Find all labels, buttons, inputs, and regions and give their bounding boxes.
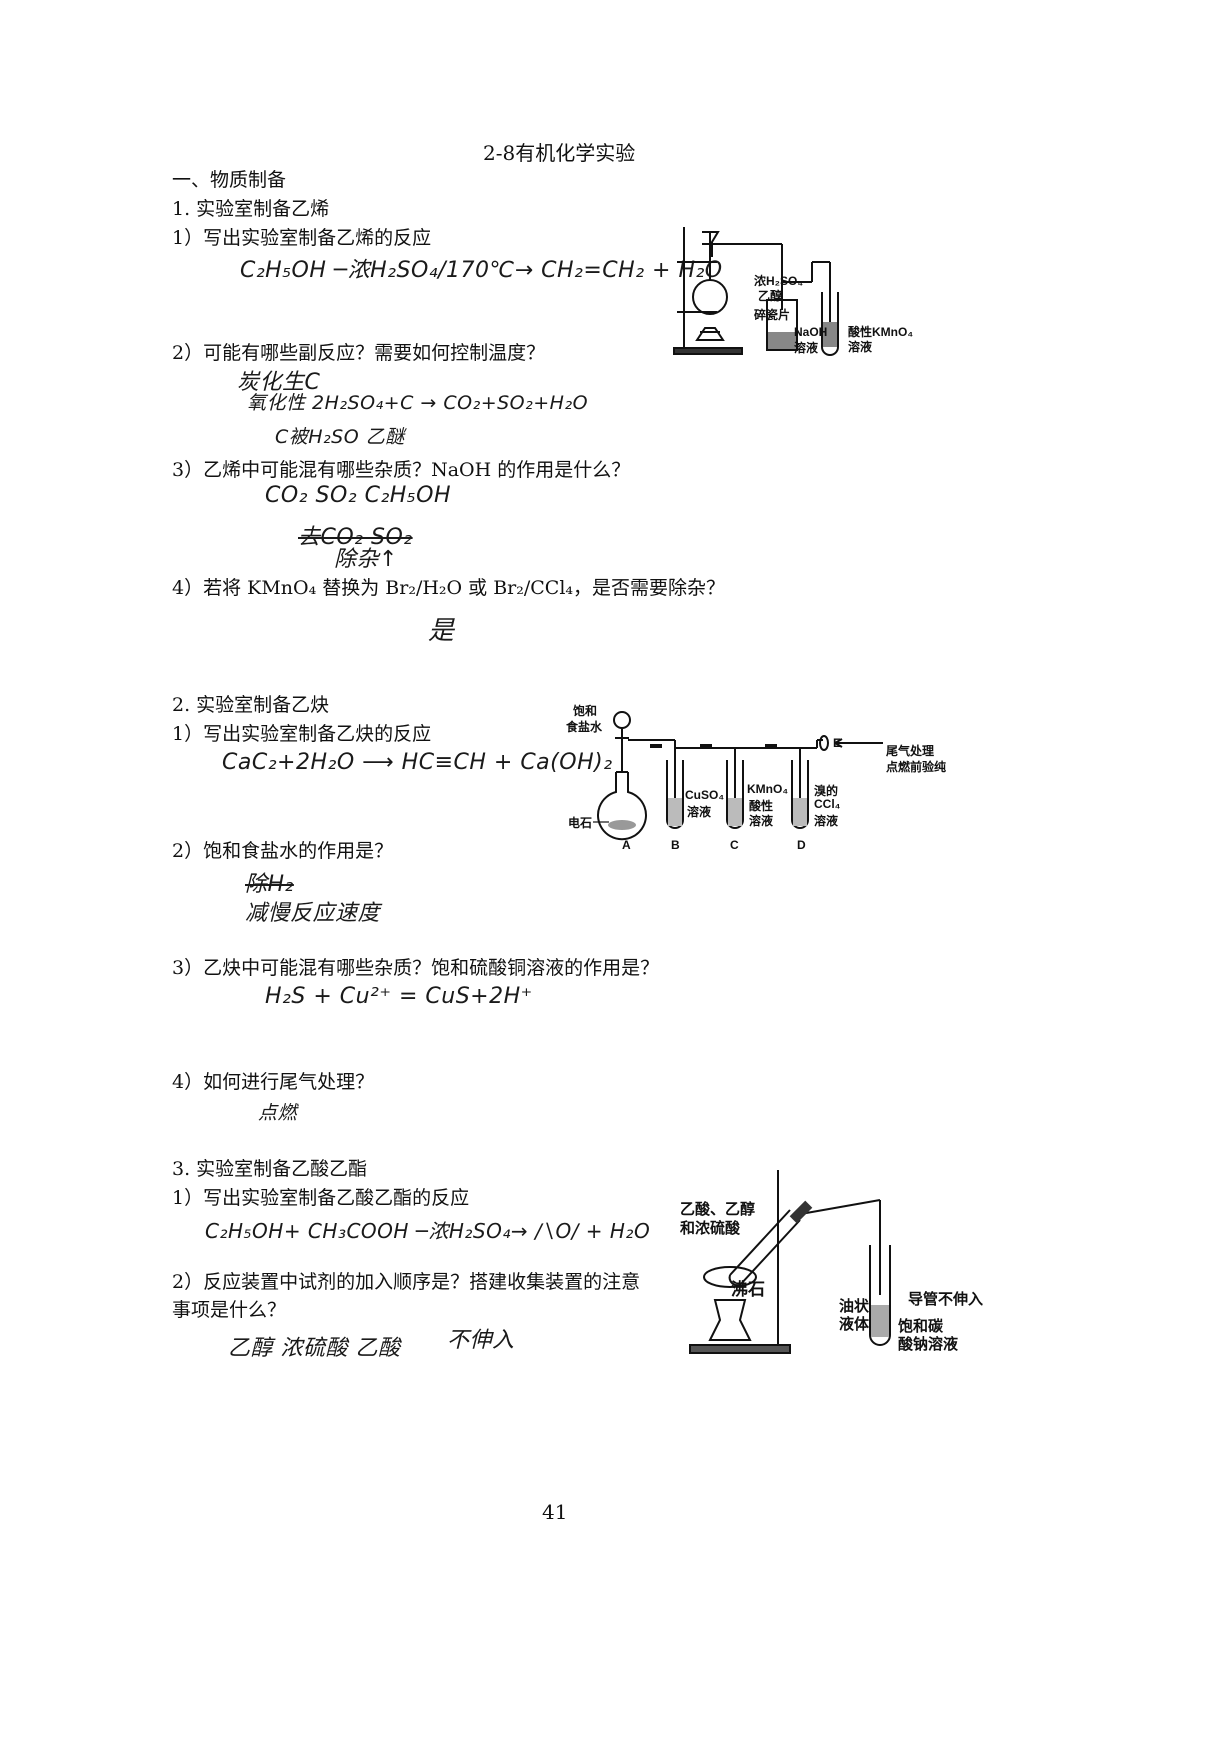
q1-part2-answer-1: 炭化生C — [237, 370, 321, 395]
q2-heading: 2. 实验室制备乙炔 — [172, 694, 330, 716]
label-saturated: 饱和 — [573, 704, 598, 718]
acetylene-apparatus-svg — [593, 711, 883, 841]
q3-part1: 1）写出实验室制备乙酸乙酯的反应 — [172, 1187, 470, 1209]
label-sodium-carbonate-solution: 酸钠溶液 — [898, 1336, 959, 1353]
q2-part3-answer: H₂S + Cu²⁺ = CuS+2H⁺ — [265, 984, 533, 1009]
q2-part1-answer: CaC₂+2H₂O ⟶ HC≡CH + Ca(OH)₂ — [222, 750, 613, 775]
label-conc-sulfuric-acid: 和浓硫酸 — [680, 1220, 741, 1237]
label-cuso4: CuSO₄ — [685, 788, 725, 802]
label-naoh-solution: 溶液 — [794, 341, 819, 355]
label-tube-not-inserted: 导管不伸入 — [908, 1291, 984, 1308]
q1-part2-answer-3: C被H₂SO 乙醚 — [275, 426, 405, 448]
ethylene-apparatus-svg — [673, 227, 839, 356]
q2-part2-answer-2: 减慢反应速度 — [245, 901, 381, 926]
label-calcium-carbide: 电石 — [568, 816, 593, 830]
q3-part2-line2: 事项是什么？ — [172, 1299, 287, 1321]
q2-part3: 3）乙炔中可能混有哪些杂质？饱和硫酸铜溶液的作用是？ — [172, 957, 660, 979]
label-a: A — [622, 838, 631, 852]
q1-part2-answer-2: 氧化性 2H₂SO₄+C → CO₂+SO₂+H₂O — [247, 392, 589, 414]
label-sodium-carbonate: 饱和碳 — [898, 1318, 944, 1335]
label-kmno4: KMnO₄ — [747, 782, 789, 796]
label-bromine-solution: 溶液 — [814, 814, 839, 828]
q1-part1-answer: C₂H₅OH ─浓H₂SO₄/170℃→ CH₂=CH₂ + H₂O — [240, 258, 723, 283]
label-c: C — [730, 838, 739, 852]
ethyl-acetate-apparatus-svg — [689, 1170, 891, 1354]
q1-part4: 4）若将 KMnO₄ 替换为 Br₂/H₂O 或 Br₂/CCl₄，是否需要除杂… — [172, 577, 726, 599]
q1-part3: 3）乙烯中可能混有哪些杂质？NaOH 的作用是什么？ — [172, 459, 631, 481]
label-boiling-chips: 沸石 — [731, 1280, 765, 1299]
q2-part4: 4）如何进行尾气处理？ — [172, 1071, 375, 1093]
q3-part1-answer: C₂H₅OH+ CH₃COOH ─浓H₂SO₄→ ∕∖O∕ + H₂O — [205, 1219, 651, 1243]
label-kmno4-solution: 溶液 — [848, 340, 873, 354]
label-reagents: 乙酸、乙醇 — [680, 1201, 756, 1218]
acetylene-apparatus-diagram: 饱和 食盐水 电石 CuSO₄ 溶液 KMnO₄ 酸性 溶液 溴的 CCl₄ 溶… — [565, 700, 965, 858]
page-number: 41 — [542, 1500, 568, 1524]
q2-part4-answer: 点燃 — [258, 1102, 298, 1124]
label-oily-liquid: 油状 — [839, 1298, 870, 1315]
q2-part2: 2）饱和食盐水的作用是？ — [172, 840, 394, 862]
q1-part4-answer: 是 — [428, 616, 455, 646]
q1-part2: 2）可能有哪些副反应？需要如何控制温度？ — [172, 342, 546, 364]
label-tail-gas: 尾气处理 — [886, 744, 935, 758]
label-ccl4: CCl₄ — [814, 797, 841, 811]
page-title: 2-8有机化学实验 — [483, 141, 636, 165]
label-acid-kmno4: 酸性KMnO₄ — [848, 325, 914, 339]
q1-part3-answer-2: 去CO₂ SO₂ — [298, 525, 413, 550]
label-brine: 食盐水 — [566, 720, 603, 734]
q1-part3-answer-3: 除杂↑ — [334, 547, 398, 572]
q3-part2-answer-2: 不伸入 — [447, 1328, 515, 1353]
label-naoh: NaOH — [794, 325, 828, 339]
label-ethanol: 乙醇 — [758, 289, 783, 303]
label-check-purity: 点燃前验纯 — [886, 760, 947, 774]
q2-part1: 1）写出实验室制备乙炔的反应 — [172, 723, 432, 745]
label-oily-liquid-2: 液体 — [839, 1316, 870, 1333]
label-d: D — [797, 838, 806, 852]
q3-heading: 3. 实验室制备乙酸乙酯 — [172, 1158, 368, 1180]
label-e: E — [833, 736, 842, 750]
label-kmno4-solution: 溶液 — [749, 814, 774, 828]
q3-part2-answer-1: 乙醇 浓硫酸 乙酸 — [228, 1336, 401, 1361]
q1-part3-answer-1: CO₂ SO₂ C₂H₅OH — [265, 483, 451, 508]
q1-heading: 1. 实验室制备乙烯 — [172, 198, 330, 220]
label-porcelain-chips: 碎瓷片 — [754, 308, 791, 322]
q3-part2-line1: 2）反应装置中试剂的加入顺序是？搭建收集装置的注意 — [172, 1271, 641, 1293]
q2-part2-answer-1: 除H₂ — [245, 872, 294, 897]
ethyl-acetate-apparatus-diagram: 乙酸、乙醇 和浓硫酸 沸石 导管不伸入 油状 液体 饱和碳 酸钠溶液 — [680, 1165, 1010, 1360]
q1-part1: 1）写出实验室制备乙烯的反应 — [172, 227, 432, 249]
label-b: B — [671, 838, 680, 852]
ethylene-apparatus-diagram: 浓H₂SO₄ 乙醇 碎瓷片 NaOH 溶液 酸性KMnO₄ 溶液 — [672, 222, 922, 357]
label-cuso4-solution: 溶液 — [687, 805, 712, 819]
label-bromine: 溴的 — [814, 784, 839, 798]
label-kmno4-acidic: 酸性 — [749, 799, 774, 813]
section-heading: 一、物质制备 — [172, 169, 287, 191]
label-conc-sulfuric: 浓H₂SO₄ — [754, 274, 804, 288]
